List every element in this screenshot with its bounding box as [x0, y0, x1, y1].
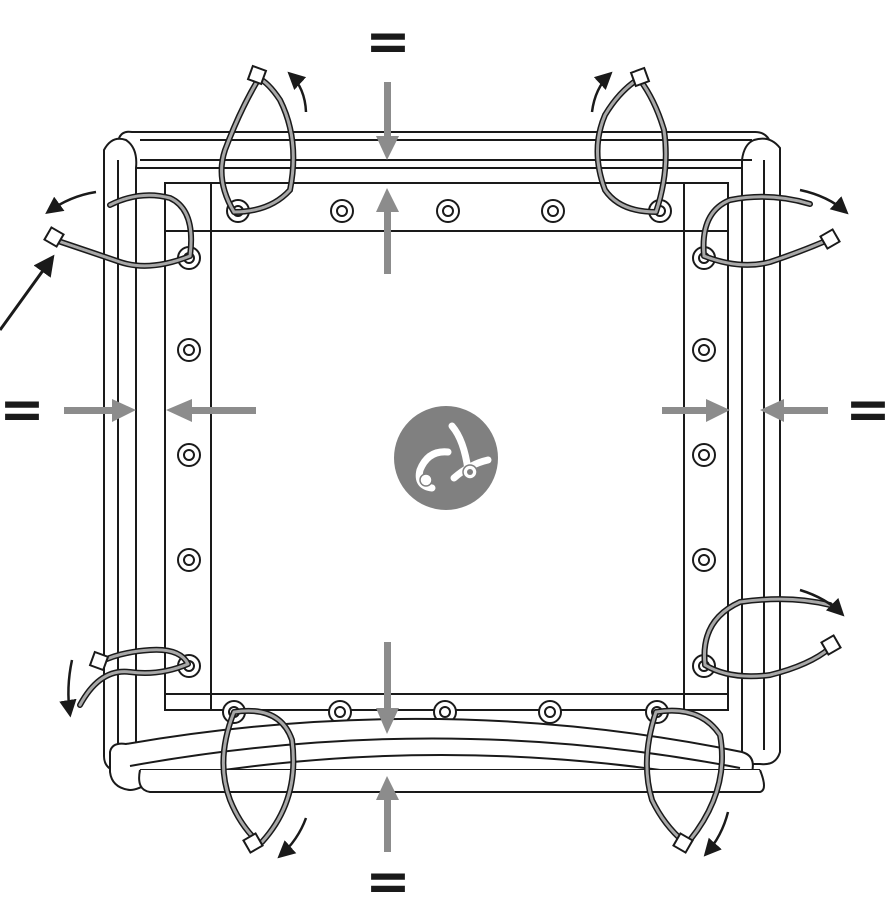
equal-sign-icon: =	[365, 10, 410, 73]
grommet-icon	[692, 548, 716, 572]
grommet-icon	[538, 700, 562, 724]
grommet-icon	[436, 199, 460, 223]
rotation-arrow-icon	[703, 811, 730, 857]
compression-arrow-icon	[662, 399, 730, 422]
cable-tie-head-icon	[672, 832, 694, 854]
compression-arrow-icon	[376, 188, 399, 274]
rotation-arrow-icon	[45, 190, 97, 215]
compression-arrow-icon	[376, 82, 399, 160]
frame-tubes	[103, 130, 781, 774]
rotation-arrow-icon	[59, 659, 77, 718]
equal-sign-icon: =	[365, 850, 410, 913]
grommet-icon	[541, 199, 565, 223]
equal-sign-icon: =	[845, 378, 890, 441]
cable-tie-head-icon	[820, 634, 842, 656]
compression-arrow-icon	[376, 642, 399, 734]
rotation-arrow-icon	[799, 588, 845, 617]
grommet-icon	[692, 338, 716, 362]
cable-tie-heads	[43, 64, 842, 854]
brand-logo-icon	[394, 406, 498, 510]
equal-marks: = = = =	[0, 10, 891, 913]
rotation-arrow-icon	[799, 188, 849, 215]
grommet-icon	[177, 338, 201, 362]
right-tube	[741, 137, 781, 766]
cable-tie-head-icon	[242, 832, 264, 854]
top-tube	[108, 130, 773, 169]
cable-tie-head-icon	[819, 228, 841, 250]
cable-tie-head-icon	[246, 64, 268, 86]
grommet-icon	[177, 443, 201, 467]
rotation-arrow-icon	[287, 71, 308, 113]
rotation-arrow-icon	[277, 817, 308, 859]
cable-tie-head-icon	[43, 226, 65, 248]
equal-sign-icon: =	[0, 378, 45, 441]
grommet-icon	[692, 443, 716, 467]
rotation-arrows	[0, 71, 849, 859]
pointer-arrow-icon	[0, 254, 55, 331]
grommet-icon	[330, 199, 354, 223]
grommet-icon	[177, 548, 201, 572]
cable-ties-inner	[53, 76, 832, 844]
compression-arrow-icon	[64, 399, 136, 422]
rotation-arrow-icon	[590, 71, 613, 113]
compression-arrow-icon	[166, 399, 256, 422]
cable-tie-head-icon	[629, 66, 651, 88]
compression-arrow-icon	[760, 399, 828, 422]
compression-arrow-icon	[376, 776, 399, 852]
compression-arrows	[64, 82, 828, 852]
bottom-tube	[109, 717, 765, 793]
cable-tie-head-icon	[88, 650, 110, 672]
